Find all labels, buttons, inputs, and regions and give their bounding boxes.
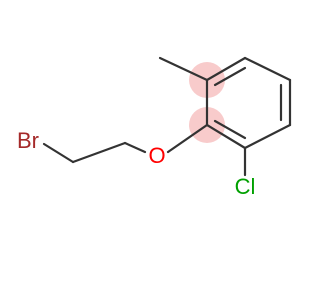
atom-label-bromine: Br bbox=[17, 128, 39, 153]
structure-svg: Br O Cl bbox=[17, 56, 292, 199]
atom-label-oxygen: O bbox=[148, 143, 165, 168]
bond-methyl bbox=[158, 56, 209, 82]
bond-ring-2 bbox=[205, 56, 247, 82]
bond-group bbox=[42, 56, 292, 177]
double-bond-inner-1 bbox=[213, 66, 247, 87]
bond-br-ch2 bbox=[42, 142, 75, 164]
bond-ring-6 bbox=[205, 123, 247, 150]
bond-o-ring bbox=[166, 123, 209, 154]
double-bond-inner-3 bbox=[213, 119, 247, 140]
bond-ring-3 bbox=[243, 56, 292, 82]
bond-ring-5 bbox=[243, 123, 292, 150]
atom-label-chlorine: Cl bbox=[235, 174, 256, 199]
bond-ch2-o bbox=[123, 141, 147, 154]
molecule-diagram: Br O Cl bbox=[17, 56, 292, 199]
bond-ch2-ch2 bbox=[71, 141, 127, 164]
